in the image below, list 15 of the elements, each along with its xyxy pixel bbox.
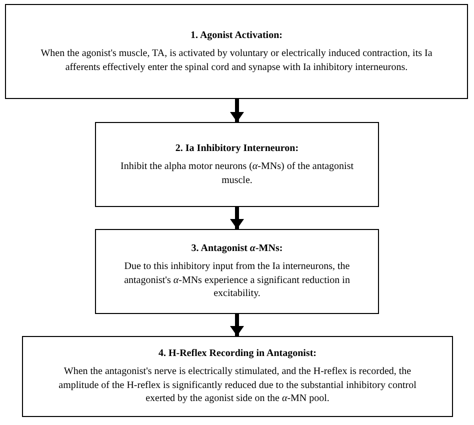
step-description: When the agonist's muscle, TA, is activated by voluntary or electrically induced contraction, its Ia afferents effectively enter the spinal cord and synapse with Ia inhibitory interneurons. xyxy=(40,47,434,74)
process-box xyxy=(95,122,379,207)
step-title: 2. Ia Inhibitory Interneuron: xyxy=(175,142,299,155)
step-title: 1. Agonist Activation: xyxy=(190,29,282,42)
step-title: 4. H-Reflex Recording in Antagonist: xyxy=(158,347,317,360)
process-box xyxy=(5,4,468,99)
arrow xyxy=(230,99,244,122)
process-box xyxy=(22,336,453,417)
arrow xyxy=(230,207,244,229)
step-description: Due to this inhibitory input from the Ia interneurons, the antagonist's α-MNs experience a significant reduction in excitability. xyxy=(123,260,351,301)
process-box xyxy=(95,229,379,314)
step-title: 3. Antagonist α-MNs: xyxy=(191,242,283,256)
step-description: Inhibit the alpha motor neurons (α-MNs) of the antagonist muscle. xyxy=(120,160,354,187)
arrow xyxy=(230,314,244,336)
step-description: When the antagonist's nerve is electrically stimulated, and the H-reflex is recorded, the amplitude of the H-reflex is significantly reduced due to the substantial inhibitory control exerted by the agonist side on the α-MN pool. xyxy=(58,365,418,406)
